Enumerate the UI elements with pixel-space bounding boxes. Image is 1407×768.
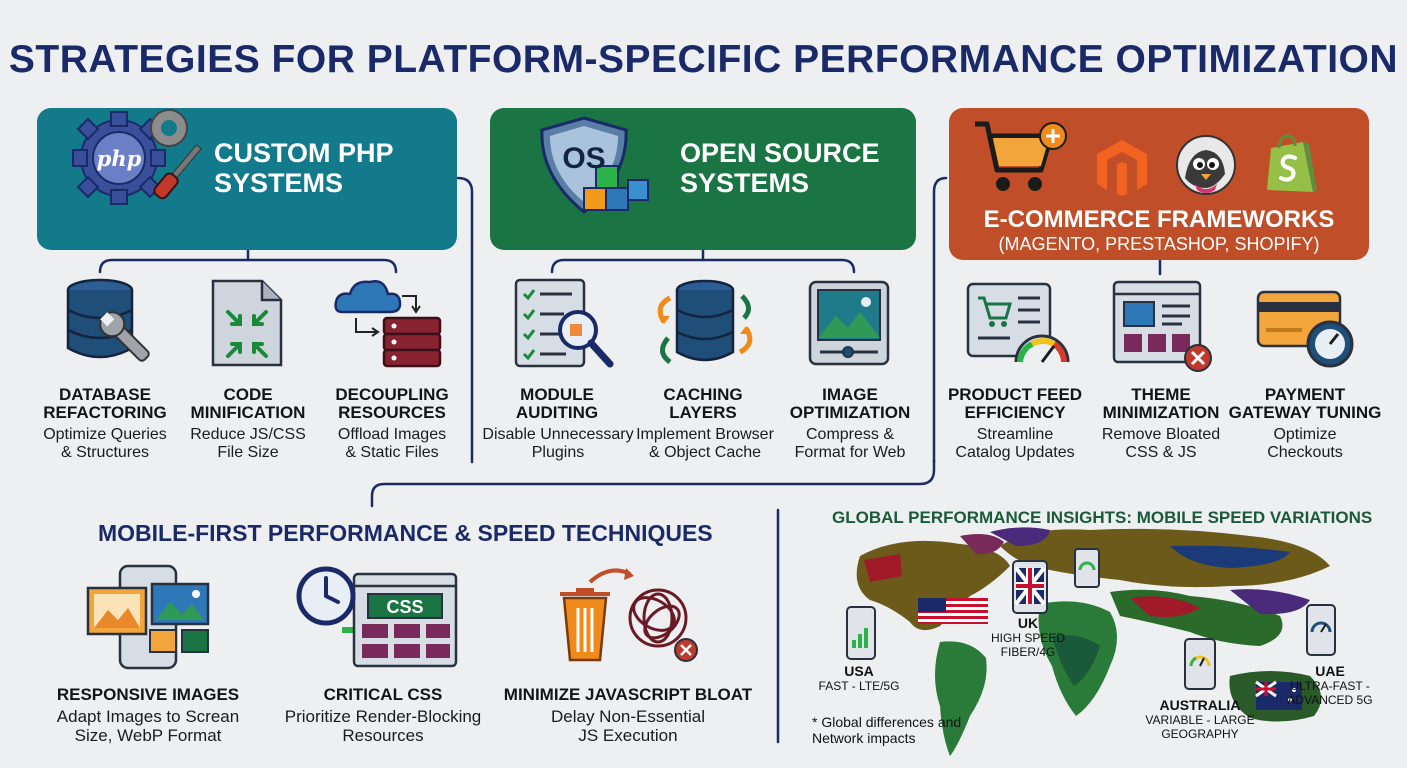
minify-file-icon	[211, 279, 283, 367]
australia-flag-icon	[1255, 680, 1302, 710]
ecommerce-banner: E-COMMERCE FRAMEWORKS (MAGENTO, PRESTASH…	[949, 108, 1369, 260]
os-shield-cubes-icon	[540, 116, 649, 214]
shopify-logo-icon	[1267, 134, 1317, 192]
asia-phone-icon	[1074, 548, 1100, 588]
theme-minimize-icon	[1112, 280, 1212, 372]
responsive-images-icon	[86, 564, 210, 670]
critical-css-title: CRITICAL CSS	[323, 685, 443, 704]
os-logo-text: OS	[562, 142, 606, 175]
prestashop-logo-icon	[1176, 135, 1236, 195]
magento-logo-icon	[1097, 140, 1147, 196]
php-systems-banner: php CUSTOM PHP SYSTEMS	[37, 108, 457, 250]
uae-phone-icon	[1306, 604, 1336, 656]
caching-layers-desc: Implement Browser& Object Cache	[636, 426, 774, 461]
uae-label: UAE ULTRA-FAST - ADVANCED 5G	[1287, 663, 1373, 707]
decoupling-resources-desc: Offload Images& Static Files	[337, 426, 447, 461]
ecommerce-title: E-COMMERCE FRAMEWORKS	[983, 206, 1335, 233]
php-gear-icon	[72, 109, 202, 205]
australia-label: AUSTRALIA VARIABLE - LARGE GEOGRAPHY	[1145, 697, 1255, 741]
payment-card-gauge-icon	[1256, 290, 1354, 368]
database-refactoring-desc: Optimize Queries& Structures	[43, 426, 167, 461]
uk-label: UK HIGH SPEED FIBER/4G	[990, 615, 1065, 659]
product-feed-gauge-icon	[966, 282, 1070, 363]
image-optimization-icon	[808, 280, 890, 366]
critical-css-icon	[296, 566, 458, 668]
minimize-js-title: MINIMIZE JAVASCRIPT BLOAT	[503, 685, 753, 704]
responsive-images-title: RESPONSIVE IMAGES	[56, 685, 240, 704]
page-title: STRATEGIES FOR PLATFORM-SPECIFIC PERFORM…	[8, 38, 1399, 81]
cache-database-icon	[657, 279, 753, 365]
map-footnote: * Global differences and Network impacts	[812, 714, 962, 746]
ecommerce-subtitle: (MAGENTO, PRESTASHOP, SHOPIFY)	[998, 234, 1320, 254]
php-systems-title: CUSTOM PHP SYSTEMS	[214, 138, 394, 198]
australia-phone-icon	[1184, 638, 1216, 690]
shopping-cart-icon	[975, 121, 1067, 191]
uk-phone-icon	[1012, 560, 1048, 614]
trash-tangle-icon	[560, 568, 698, 662]
usa-phone-icon	[846, 606, 876, 660]
database-wrench-icon	[66, 278, 150, 362]
usa-flag-icon	[918, 598, 988, 624]
php-logo-text: php	[96, 146, 142, 171]
cloud-server-icon	[334, 280, 442, 368]
checklist-magnifier-icon	[514, 278, 614, 368]
usa-label: USA FAST - LTE/5G	[818, 663, 900, 693]
image-optimization-desc: Compress &Format for Web	[794, 426, 906, 461]
global-section-heading: GLOBAL PERFORMANCE INSIGHTS: MOBILE SPEE…	[832, 508, 1373, 527]
mobile-section-heading: MOBILE-FIRST PERFORMANCE & SPEED TECHNIQ…	[98, 520, 713, 546]
css-label: CSS	[386, 597, 424, 617]
